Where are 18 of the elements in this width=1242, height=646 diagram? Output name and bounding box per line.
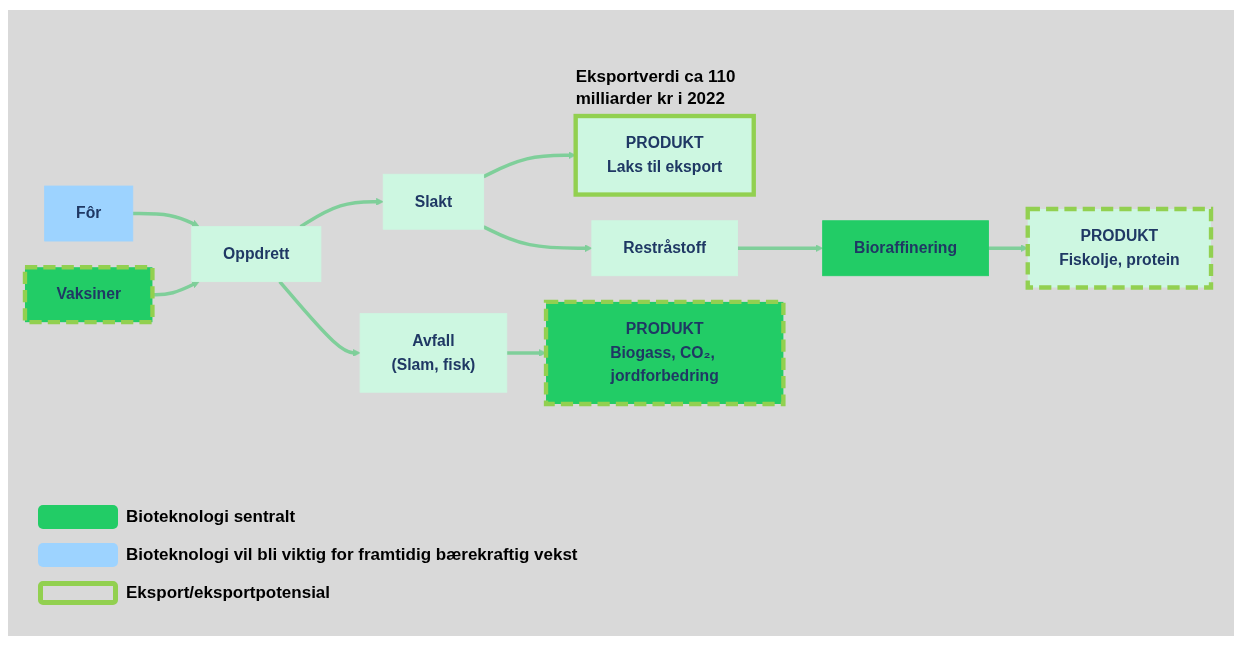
arrow <box>132 211 200 228</box>
node-box: Restråstoff <box>591 220 739 277</box>
legend-text: Bioteknologi vil bli viktig for framtidig bærekraftig vekst <box>126 545 578 565</box>
legend-text: Eksport/eksportpotensial <box>126 583 331 603</box>
node-box: PRODUKT Fiskolje, protein <box>1025 206 1214 290</box>
node-note: Eksportverdi ca 110 milliarder kr i 2022 <box>575 66 737 111</box>
node-box: Bioraffinering <box>822 220 989 277</box>
arrow <box>482 225 593 253</box>
node-box: PRODUKT Biogass, CO₂, jordforbedring <box>543 299 786 407</box>
arrow <box>278 280 361 357</box>
arrow <box>737 244 823 253</box>
node-box: Vaksiner <box>22 265 155 325</box>
node-box: Avfall (Slam, fisk) <box>359 313 508 393</box>
legend-text: Bioteknologi sentralt <box>126 507 296 527</box>
node-box: Slakt <box>382 173 485 230</box>
node-box: PRODUKT Laks til eksport <box>573 113 756 197</box>
node-box: Oppdrett <box>191 226 322 283</box>
node-box: Fôr <box>44 185 134 242</box>
